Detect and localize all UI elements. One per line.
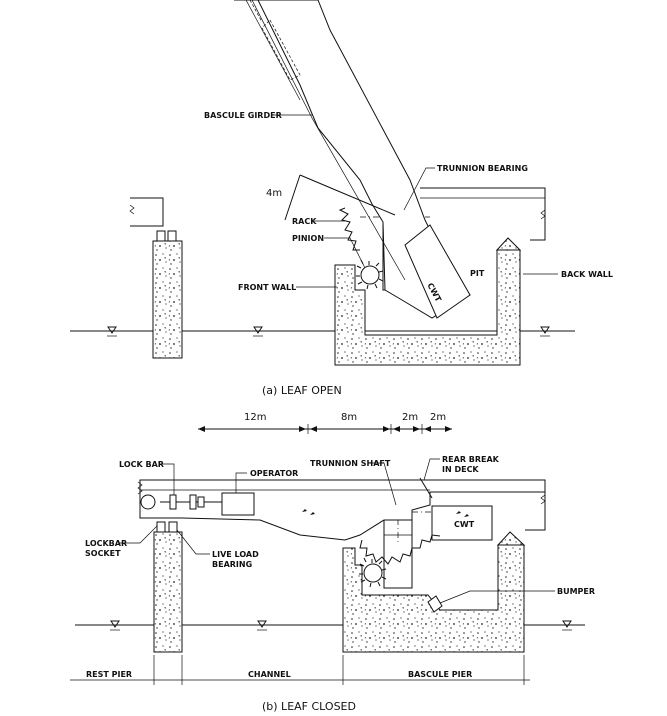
- label-operator: OPERATOR: [250, 469, 298, 478]
- rest-pier: [153, 531, 183, 653]
- deck-slab: [420, 187, 546, 241]
- dimension-12m: 12m: [244, 412, 266, 423]
- bascule-pier: [342, 544, 525, 653]
- label-trunnion-bearing: TRUNNION BEARING: [437, 164, 528, 173]
- rack: [359, 534, 441, 565]
- lock-bar-end: [140, 494, 156, 510]
- figure-a-leaf-open: 4m BASCULE GIRDER TRUNNION BEARING RACK …: [70, 0, 613, 397]
- caption-b: (b) LEAF CLOSED: [262, 700, 356, 713]
- lockbar-socket: [156, 521, 166, 533]
- figure-b-leaf-closed: 12m 8m 2m 2m: [70, 412, 595, 713]
- caption-a: (a) LEAF OPEN: [262, 384, 342, 397]
- operator: [221, 492, 255, 516]
- label-channel: CHANNEL: [248, 670, 291, 679]
- live-load-bearing: [168, 521, 178, 533]
- pinion: [363, 563, 383, 583]
- label-live-load-1: LIVE LOAD: [212, 550, 259, 559]
- label-back-wall: BACK WALL: [561, 270, 613, 279]
- dimension-4m: 4m: [266, 188, 282, 199]
- dimension-8m: 8m: [341, 412, 357, 423]
- bascule-pier: [334, 249, 521, 366]
- label-lockbar-socket-1: LOCKBAR: [85, 539, 127, 548]
- label-front-wall: FRONT WALL: [238, 283, 296, 292]
- label-bascule-girder: BASCULE GIRDER: [204, 111, 282, 120]
- dimension-2m-a: 2m: [402, 412, 418, 423]
- approach-deck: [130, 197, 164, 227]
- dimension-chain: [198, 424, 452, 434]
- water-level-symbol: [107, 326, 550, 337]
- bumper: [427, 595, 443, 613]
- label-rack: RACK: [292, 217, 317, 226]
- counterweight: [404, 224, 471, 319]
- label-pinion: PINION: [292, 234, 324, 243]
- label-pit: PIT: [470, 269, 485, 278]
- trunnion-tower: [383, 519, 413, 589]
- back-wall-bearing: [495, 237, 522, 251]
- rack: [338, 207, 360, 251]
- counterweight: [431, 505, 493, 541]
- label-cwt-b: CWT: [454, 520, 475, 529]
- label-live-load-2: BEARING: [212, 560, 252, 569]
- label-rear-break-2: IN DECK: [442, 465, 479, 474]
- pinion: [360, 265, 380, 285]
- label-bumper: BUMPER: [557, 587, 595, 596]
- live-load-bearing: [156, 230, 166, 242]
- break-line: [129, 204, 135, 215]
- bascule-girder: [234, 0, 471, 319]
- label-bascule-pier: BASCULE PIER: [408, 670, 472, 679]
- label-rear-break-1: REAR BREAK: [442, 455, 500, 464]
- label-lockbar-socket-2: SOCKET: [85, 549, 121, 558]
- dimension-2m-b: 2m: [430, 412, 446, 423]
- back-wall-bearing: [496, 531, 526, 546]
- label-lock-bar: LOCK BAR: [119, 460, 164, 469]
- rest-pier: [152, 240, 183, 359]
- water-level-symbol: [110, 620, 572, 631]
- lockbar-socket: [167, 230, 177, 242]
- label-rest-pier: REST PIER: [86, 670, 132, 679]
- dimension-4m-line: [299, 174, 396, 216]
- bottom-span-lines: [70, 655, 530, 685]
- label-trunnion-shaft: TRUNNION SHAFT: [310, 459, 391, 468]
